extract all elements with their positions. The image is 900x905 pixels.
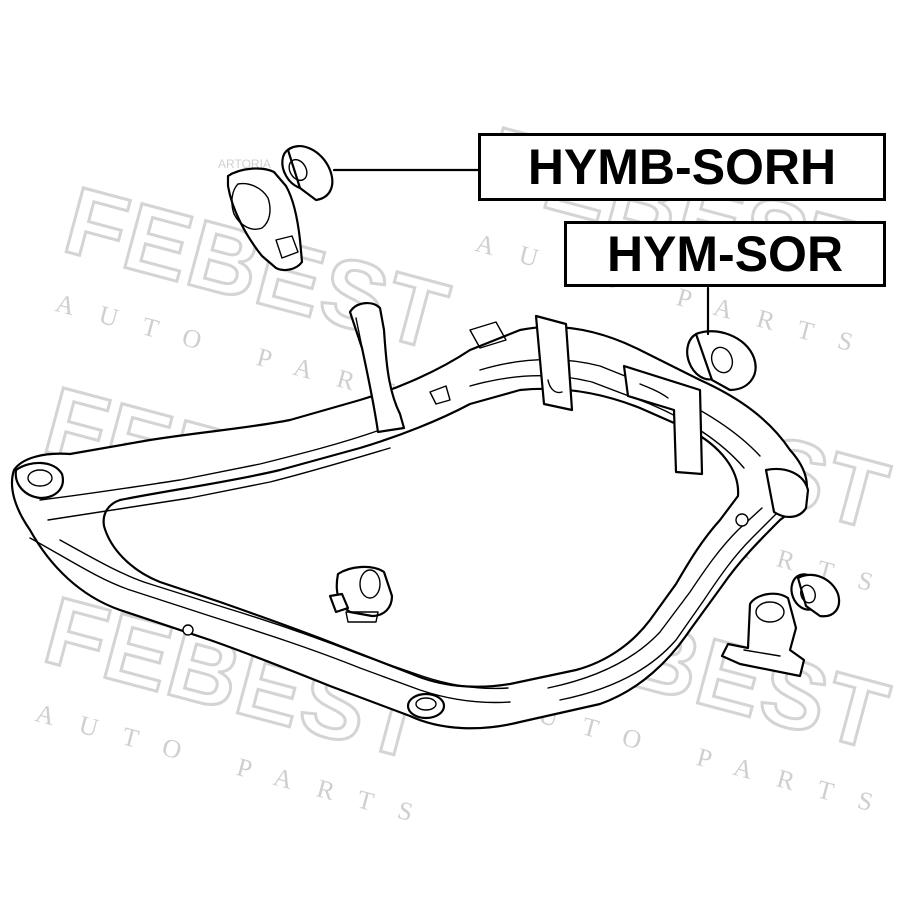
- part-label-hymb-sorh-text: HYMB-SORH: [527, 139, 837, 195]
- mount-hymb-sorh-drawing: [226, 144, 334, 272]
- mount-lower-left-drawing: [328, 565, 394, 623]
- part-label-hymb-sorh: HYMB-SORH: [478, 133, 886, 201]
- mount-hym-sor-drawing: [686, 330, 757, 392]
- part-label-hym-sor-text: HYM-SOR: [606, 226, 844, 282]
- subframe-drawing: [10, 302, 810, 730]
- mount-lower-right-drawing: [720, 573, 841, 678]
- leader-lines: [332, 168, 710, 336]
- part-label-hym-sor: HYM-SOR: [564, 221, 886, 287]
